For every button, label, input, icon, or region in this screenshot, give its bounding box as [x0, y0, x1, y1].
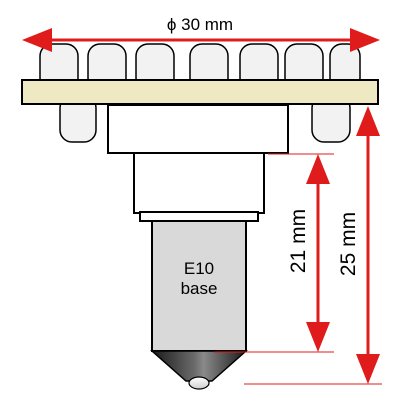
base-label-line2: base	[181, 279, 218, 298]
diameter-label: ϕ 30 mm	[167, 15, 233, 34]
upper-housing	[107, 104, 289, 154]
circuit-board	[21, 79, 379, 105]
base-height-arrowhead-top	[306, 154, 330, 184]
contact-tip	[150, 350, 248, 382]
total-height-label: 25 mm	[337, 212, 360, 276]
base-height-label: 21 mm	[287, 209, 310, 273]
top-led-row	[39, 43, 361, 91]
total-height-arrowhead-top	[356, 106, 380, 136]
base-height-dimension: 21 mm	[214, 153, 334, 353]
lower-housing	[133, 152, 265, 214]
base-height-arrowhead-bottom	[306, 322, 330, 352]
total-height-arrowhead-bottom	[356, 354, 380, 384]
diameter-arrowhead-left	[22, 28, 52, 52]
base-collar	[139, 211, 259, 222]
base-label-line1: E10	[184, 259, 214, 278]
contact-dot	[188, 376, 210, 390]
diameter-dimension: ϕ 30 mm	[22, 15, 380, 52]
total-height-dimension: 25 mm	[244, 106, 382, 385]
e10-base	[151, 220, 247, 352]
diameter-arrowhead-right	[350, 28, 380, 52]
